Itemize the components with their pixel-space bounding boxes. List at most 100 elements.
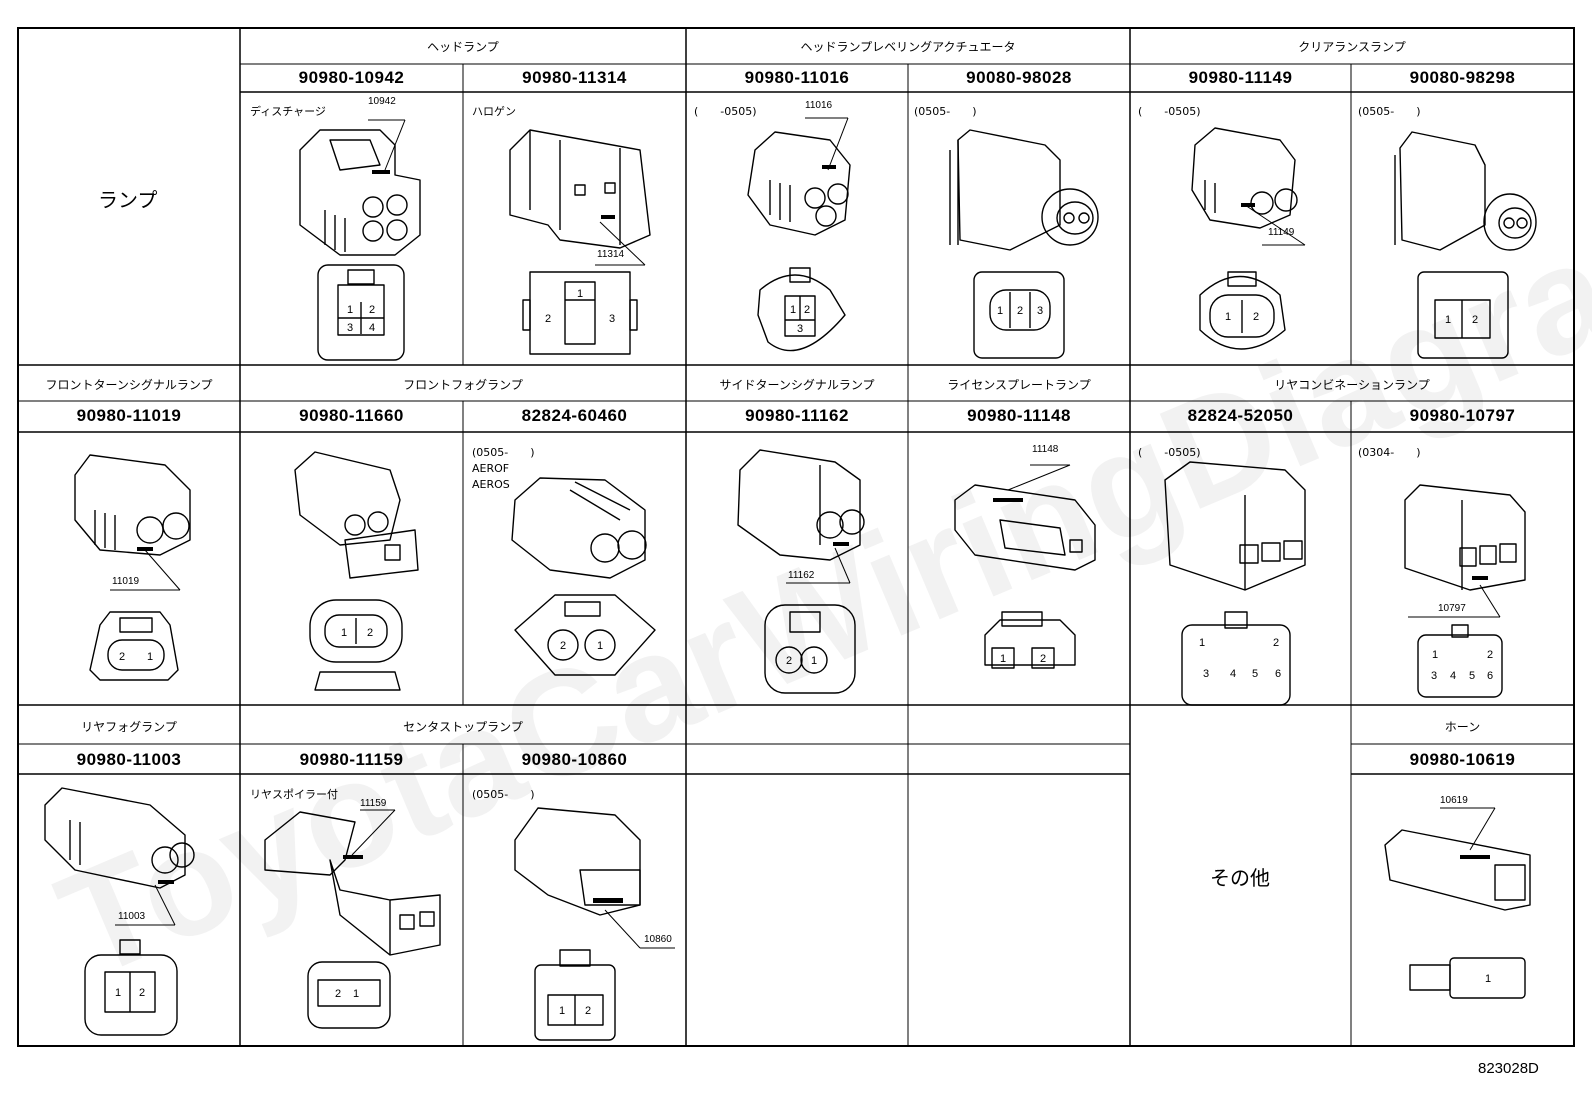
group-rear-fog-lamp: リヤフォグランプ [81, 720, 177, 734]
date-range-note: (0505- ) [472, 446, 535, 459]
pin-number: 3 [347, 322, 353, 334]
pin-number: 5 [1252, 668, 1258, 680]
part-number: 82824-60460 [521, 406, 628, 425]
group-headlamp-leveling-actuator: ヘッドランプレベリングアクチュエータ [800, 40, 1016, 54]
pin-number: 1 [597, 640, 603, 652]
pin-number: 2 [585, 1005, 591, 1017]
pin-number: 1 [347, 304, 353, 316]
date-range-note: (0505- ) [1358, 105, 1421, 118]
pin-number: 1 [147, 651, 153, 663]
connector-90980-11314-drawing [509, 129, 651, 355]
pin-number: 2 [367, 627, 373, 639]
part-number: 90980-11019 [76, 406, 182, 425]
connector-90980-11019-drawing [74, 454, 191, 681]
part-number: 90980-10619 [1409, 750, 1516, 769]
pin-number: 4 [1230, 668, 1236, 680]
pin-number: 2 [1487, 649, 1493, 661]
pin-number: 3 [797, 323, 803, 335]
pin-number: 1 [1445, 314, 1451, 326]
variant-note: リヤスポイラー付 [250, 788, 338, 801]
pin-number: 1 [559, 1005, 565, 1017]
pin-number: 4 [369, 322, 375, 334]
connector-90980-11162-drawing [737, 449, 865, 694]
pin-number: 1 [790, 304, 796, 316]
pin-number: 1 [115, 987, 121, 999]
pin-number: 2 [1472, 314, 1478, 326]
part-number: 90980-11016 [744, 68, 850, 87]
pin-number: 2 [786, 655, 792, 667]
pin-number: 1 [811, 655, 817, 667]
connector-90980-11149-drawing [1191, 127, 1306, 350]
connector-90980-10942-drawing [299, 119, 421, 361]
part-number: 90980-10860 [521, 750, 628, 769]
pin-number: 1 [1000, 653, 1006, 665]
grade-note: AEROS [472, 478, 510, 491]
pin-number: 2 [335, 988, 341, 1000]
pin-number: 1 [1225, 311, 1231, 323]
group-center-stop-lamp: センタストップランプ [403, 720, 523, 734]
pin-numbers: 1 2 3 4 1 2 3 1 2 3 1 2 3 1 2 1 2 2 1 1 … [115, 288, 1493, 1017]
group-rear-combination-lamp: リヤコンビネーションランプ [1274, 378, 1430, 392]
pin-number: 2 [1017, 305, 1023, 317]
callout-label: 11148 [1032, 444, 1059, 455]
grade-note: AEROF [472, 462, 510, 475]
figure-id: 823028D [1478, 1060, 1539, 1077]
category-lamp: ランプ [98, 188, 158, 212]
part-marking-bars [137, 165, 1490, 903]
callout-label: 10619 [1440, 795, 1468, 806]
pin-number: 1 [997, 305, 1003, 317]
connector-90980-11159-drawing [264, 809, 441, 1029]
pin-number: 4 [1450, 670, 1456, 682]
pin-number: 2 [1273, 637, 1279, 649]
pin-number: 3 [1203, 668, 1209, 680]
connector-90080-98028-drawing [949, 129, 1099, 359]
part-number: 90980-11148 [967, 406, 1071, 425]
part-number: 90080-98028 [966, 68, 1072, 87]
part-number: 90980-11003 [76, 750, 182, 769]
part-number: 90080-98298 [1409, 68, 1516, 87]
part-number: 90980-11162 [745, 406, 849, 425]
date-range-note: (0505- ) [472, 788, 535, 801]
date-range-note: (0304- ) [1358, 446, 1421, 459]
pin-number: 2 [545, 313, 551, 325]
pin-number: 2 [139, 987, 145, 999]
connector-90980-10797-drawing [1404, 484, 1526, 698]
connector-90980-10860-drawing [514, 807, 675, 1041]
pin-number: 1 [1432, 649, 1438, 661]
part-number: 90980-11660 [299, 406, 404, 425]
pin-number: 6 [1275, 668, 1281, 680]
pin-number: 5 [1469, 670, 1475, 682]
callout-label: 11314 [597, 249, 625, 260]
variant-note: ハロゲン [472, 105, 516, 118]
date-range-note: ( -0505) [1138, 446, 1201, 459]
pin-number: 2 [1040, 653, 1046, 665]
pin-number: 2 [560, 640, 566, 652]
callout-label: 11159 [360, 798, 387, 809]
connector-90980-11003-drawing [44, 787, 195, 1036]
part-number: 90980-11314 [522, 68, 627, 87]
callout-label: 10942 [368, 96, 396, 107]
table-grid [17, 27, 1575, 1047]
callout-label: 11003 [118, 911, 146, 922]
callout-label: 10860 [644, 934, 672, 945]
part-number: 90980-11149 [1188, 68, 1293, 87]
callout-label: 11162 [788, 570, 815, 581]
part-number: 90980-10797 [1409, 406, 1516, 425]
connector-82824-60460-drawing [511, 477, 656, 676]
pin-number: 1 [341, 627, 347, 639]
variant-note: ディスチャージ [250, 105, 326, 118]
pin-number: 2 [1253, 311, 1259, 323]
group-clearance-lamp: クリアランスランプ [1298, 40, 1406, 54]
connector-90980-11148-drawing [954, 464, 1096, 669]
part-number: 82824-52050 [1187, 406, 1294, 425]
group-license-plate-lamp: ライセンスプレートランプ [947, 378, 1091, 392]
connector-90980-11016-drawing [747, 117, 851, 352]
category-other: その他 [1210, 866, 1270, 890]
date-range-note: ( -0505) [694, 105, 757, 118]
date-range-note: ( -0505) [1138, 105, 1201, 118]
connector-90080-98298-drawing [1394, 131, 1537, 359]
pin-number: 6 [1487, 670, 1493, 682]
date-range-note: (0505- ) [914, 105, 977, 118]
pin-number: 3 [609, 313, 615, 325]
